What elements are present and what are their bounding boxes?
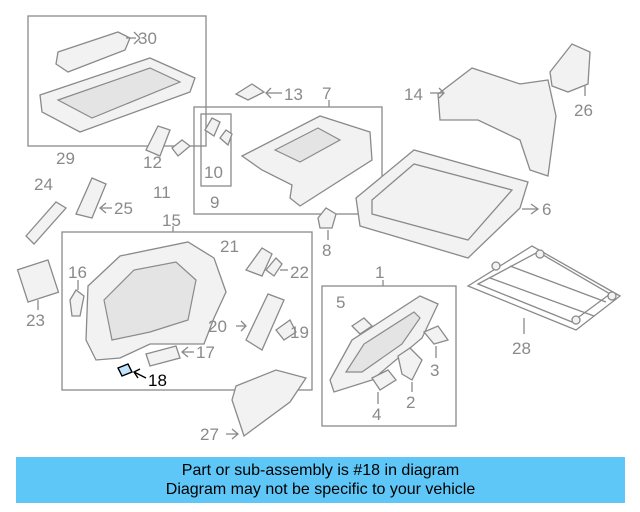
callout-6: 6	[542, 200, 551, 219]
callout-13: 13	[284, 85, 303, 104]
clip-part-19	[275, 319, 297, 341]
callout-23: 23	[26, 311, 45, 330]
info-banner: Part or sub-assembly is #18 in diagram D…	[16, 457, 625, 503]
bracket-part-4	[371, 369, 397, 391]
callout-24: 24	[34, 175, 53, 194]
panel-part-23	[16, 259, 60, 303]
callout-16: 16	[68, 263, 87, 282]
bracket-part-21	[244, 247, 273, 277]
callout-12: 12	[143, 153, 162, 172]
part-group-7	[145, 100, 383, 215]
callout-19: 19	[290, 323, 309, 342]
callout-21: 21	[220, 237, 239, 256]
callout-4: 4	[372, 405, 381, 424]
clip-part-13	[234, 83, 266, 101]
cargo-net-28	[466, 245, 622, 334]
part-group-15	[61, 226, 313, 391]
highlighted-part-18	[117, 363, 133, 377]
quarter-trim-upper-14	[437, 67, 557, 177]
callout-29: 29	[56, 149, 75, 168]
callout-28: 28	[512, 339, 531, 358]
package-tray-inner	[56, 67, 182, 119]
bracket-part-10	[204, 117, 221, 137]
callout-11: 11	[153, 183, 171, 202]
part-group-1	[321, 280, 457, 427]
group-15-frame	[61, 231, 313, 391]
callout-30: 30	[138, 29, 157, 48]
callout-17: 17	[196, 343, 215, 362]
callout-2: 2	[406, 393, 415, 412]
group-9-frame	[200, 113, 232, 187]
group-1-frame	[321, 285, 457, 427]
cover-part-8	[317, 207, 337, 229]
bracket-part-2	[397, 347, 423, 381]
part-group-29	[27, 15, 207, 147]
callout-20: 20	[208, 317, 227, 336]
plate-part-12	[145, 125, 171, 157]
parts-diagram: 30 29 13 7 14 26 12 11 10 9 6 24 25 15 8…	[16, 15, 622, 444]
bracket-part-26	[549, 43, 591, 93]
callout-27: 27	[200, 425, 219, 444]
clip-part-3	[422, 325, 450, 345]
trim-part-20	[245, 293, 285, 351]
trunk-lid-trim-recess	[273, 127, 342, 163]
cover-part-17	[145, 345, 181, 367]
callout-14: 14	[404, 85, 423, 104]
sill-trim-27	[231, 369, 308, 438]
group-29-frame	[27, 15, 207, 147]
cover-part-16	[69, 289, 85, 317]
banner-line-part: Part or sub-assembly is #18 in diagram	[181, 462, 460, 479]
callout-26: 26	[574, 101, 593, 120]
callout-7: 7	[322, 84, 331, 103]
group-7-frame	[193, 106, 383, 215]
callout-15: 15	[162, 211, 181, 230]
callout-8: 8	[322, 241, 331, 260]
callout-22: 22	[290, 263, 309, 282]
clip-part-22	[265, 257, 283, 277]
quarter-trim-recess	[103, 261, 197, 341]
sill-plate-face	[344, 311, 421, 373]
clip-part-5	[350, 317, 374, 335]
tray-trim-part-30	[55, 31, 131, 73]
callout-18: 18	[148, 371, 167, 390]
panel-part-24	[25, 201, 68, 245]
banner-line-disclaimer: Diagram may not be specific to your vehi…	[165, 481, 476, 498]
callout-10: 10	[204, 163, 223, 182]
clip-part-10	[219, 129, 233, 147]
trunk-lid-trim	[240, 115, 373, 207]
callout-5: 5	[336, 293, 345, 312]
callout-1: 1	[375, 263, 384, 282]
bolt-part-12	[171, 139, 192, 157]
callout-3: 3	[430, 361, 439, 380]
callout-25: 25	[114, 199, 133, 218]
callout-9: 9	[210, 193, 219, 212]
plate-part-25	[75, 177, 107, 219]
